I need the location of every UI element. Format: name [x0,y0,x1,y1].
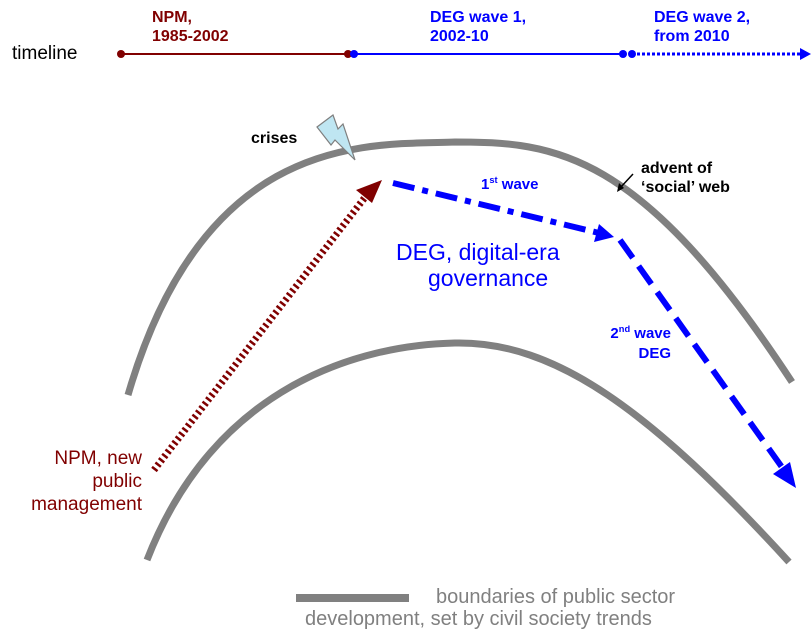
deg-second-wave-arrowhead [773,462,796,488]
second-wave-label: 2nd wave DEG [591,324,671,364]
second-wave-line1: 2nd wave [591,324,671,344]
second-wave-line2: DEG [638,345,671,362]
npm-trajectory-arrow [151,193,369,473]
first-wave-word: wave [501,176,539,193]
lower-boundary-curve [143,339,792,565]
social-web-pointer-head [617,183,624,192]
lightning-icon [316,114,356,161]
timeline-deg2-period: from 2010 [654,28,730,45]
social-web-line1: advent of [641,160,713,177]
social-web-line2: ‘social’ web [641,179,730,196]
upper-boundary-curve [124,138,795,396]
npm-label-line1: NPM, new [54,448,142,469]
first-wave-num: 1 [481,176,490,193]
first-wave-sup: st [489,175,498,185]
npm-label-line2: public [92,471,142,492]
timeline-label: timeline [12,43,78,64]
crises-label: crises [251,130,298,147]
npm-label-line3: management [31,494,142,515]
social-web-label: advent of ‘social’ web [641,159,730,197]
legend-line2: development, set by civil society trends [305,608,652,630]
timeline-node-npm-end [344,50,352,58]
timeline-bar [117,48,811,60]
second-wave-sup: nd [618,324,631,334]
social-web-pointer-arrow [619,173,634,189]
deg-second-wave-arrow [617,238,787,472]
timeline-deg1-period: 2002-10 [430,28,489,45]
deg-label: DEG, digital-era governance [396,239,596,291]
timeline-arrowhead [800,48,811,60]
npm-arrowhead [356,180,382,203]
first-wave-label: 1st wave [481,175,539,193]
timeline-node-npm-start [117,50,125,58]
deg-first-wave-arrowhead [594,224,614,242]
deg-label-line1: DEG, digital-era [396,239,560,265]
npm-label: NPM, new public management [18,447,142,516]
timeline-npm-label: NPM, 1985-2002 [152,8,229,46]
timeline-npm-period: 1985-2002 [152,28,229,45]
timeline-deg2-label: DEG wave 2, from 2010 [654,8,750,46]
timeline-deg1-name: DEG wave 1, [430,9,527,26]
second-wave-word: wave [634,325,671,342]
deg-first-wave-arrow [392,180,600,236]
timeline-deg2-name: DEG wave 2, [654,9,751,26]
deg-label-line2: governance [428,265,549,291]
timeline-node-deg2-start [628,50,636,58]
timeline-npm-name: NPM, [152,9,192,26]
timeline-node-deg1-end [619,50,627,58]
second-wave-num: 2 [610,325,619,342]
timeline-deg1-label: DEG wave 1, 2002-10 [430,8,526,46]
timeline-node-deg1-start [350,50,358,58]
legend-line1: boundaries of public sector [436,586,676,608]
